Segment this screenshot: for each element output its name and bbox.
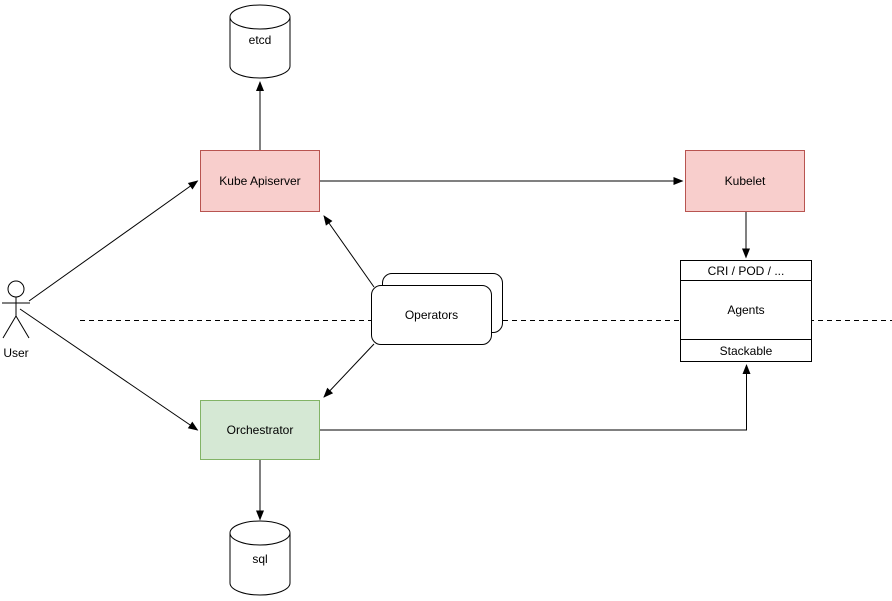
node-orchestrator: Orchestrator: [200, 400, 320, 460]
arrow-operators-to-apiserver: [323, 215, 375, 288]
agents-stack-top-label: CRI / POD / ...: [707, 263, 785, 278]
agents-stack-middle-section: Agents: [681, 281, 811, 339]
node-agents-stack: CRI / POD / ... Agents Stackable: [680, 260, 812, 362]
user-actor-icon: [2, 280, 30, 339]
arrow-orchestrator-to-stackable: [320, 364, 751, 431]
node-kube-apiserver: Kube Apiserver: [200, 150, 320, 212]
node-kube-apiserver-label: Kube Apiserver: [219, 173, 301, 188]
node-orchestrator-label: Orchestrator: [226, 422, 294, 437]
node-operators: Operators: [371, 285, 492, 345]
user-label: User: [3, 346, 29, 360]
agents-stack-top-section: CRI / POD / ...: [681, 261, 811, 281]
arrow-user-to-apiserver: [28, 180, 199, 302]
sql-label: sql: [252, 552, 268, 566]
etcd-label: etcd: [248, 33, 272, 47]
node-kubelet-label: Kubelet: [724, 173, 766, 188]
arrow-user-to-orchestrator: [19, 308, 199, 431]
sql-cylinder-icon: [229, 520, 291, 596]
node-operators-label: Operators: [404, 307, 459, 322]
agents-stack-middle-label: Agents: [727, 303, 765, 317]
node-kubelet: Kubelet: [685, 150, 805, 212]
agents-stack-bottom-section: Stackable: [681, 339, 811, 361]
etcd-cylinder-icon: [229, 4, 291, 79]
arrow-operators-to-orchestrator: [323, 343, 375, 398]
agents-stack-bottom-label: Stackable: [719, 343, 773, 358]
